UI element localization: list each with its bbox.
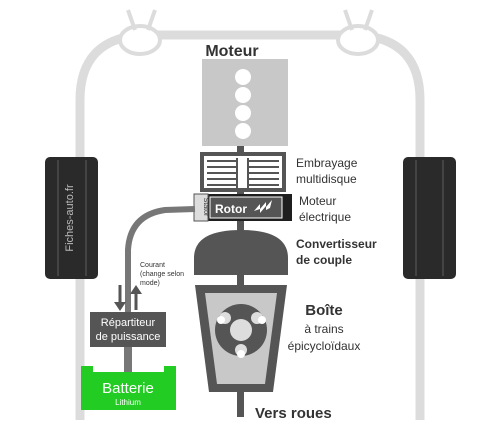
power-cable [125,206,196,312]
current-arrows-icon [114,285,142,311]
battery-connector [124,347,132,372]
battery-label: Batterie [102,380,154,397]
gearbox-label-line1: Boîte [305,302,343,319]
to-wheels-label: Vers roues [255,405,332,422]
engine-label: Moteur [205,43,258,60]
multidisc-clutch [200,152,286,192]
gearbox-label-line3: épicycloïdaux [288,339,361,353]
electric-motor-label-line2: électrique [299,210,351,224]
electric-motor: Stator Rotor [193,193,292,222]
power-splitter-label-line1: Répartiteur [101,317,156,329]
electric-motor-label-line1: Moteur [299,194,336,208]
tire-left: Fiches-auto.fr [45,157,98,279]
lightning-icon [254,200,272,213]
current-label-line3: mode) [140,280,160,287]
rotor-box [209,196,283,219]
drive-shaft [237,145,244,417]
stator-label: Stator [202,198,209,217]
current-label-line2: (change selon [140,271,184,278]
battery-sublabel: Lithium [115,398,141,407]
torque-converter-label-line2: de couple [296,253,352,267]
watermark-text: Fiches-auto.fr [64,184,76,252]
gearbox-label-line2: à trains [304,322,343,336]
chassis-frame [75,30,425,420]
planetary-gearbox [195,285,287,392]
clutch-label-line2: multidisque [296,172,357,186]
rotor-label: Rotor [215,202,247,216]
current-label-line1: Courant [140,262,165,269]
torque-converter [194,230,288,275]
tire-right [403,157,456,279]
engine-block [202,59,288,146]
headlight-right [336,9,380,56]
power-splitter-box [90,312,166,347]
power-splitter-label-line2: de puissance [96,331,161,343]
clutch-label-line1: Embrayage [296,156,358,170]
headlight-left [118,9,162,56]
torque-converter-label-line1: Convertisseur [296,237,377,251]
battery [81,366,176,410]
